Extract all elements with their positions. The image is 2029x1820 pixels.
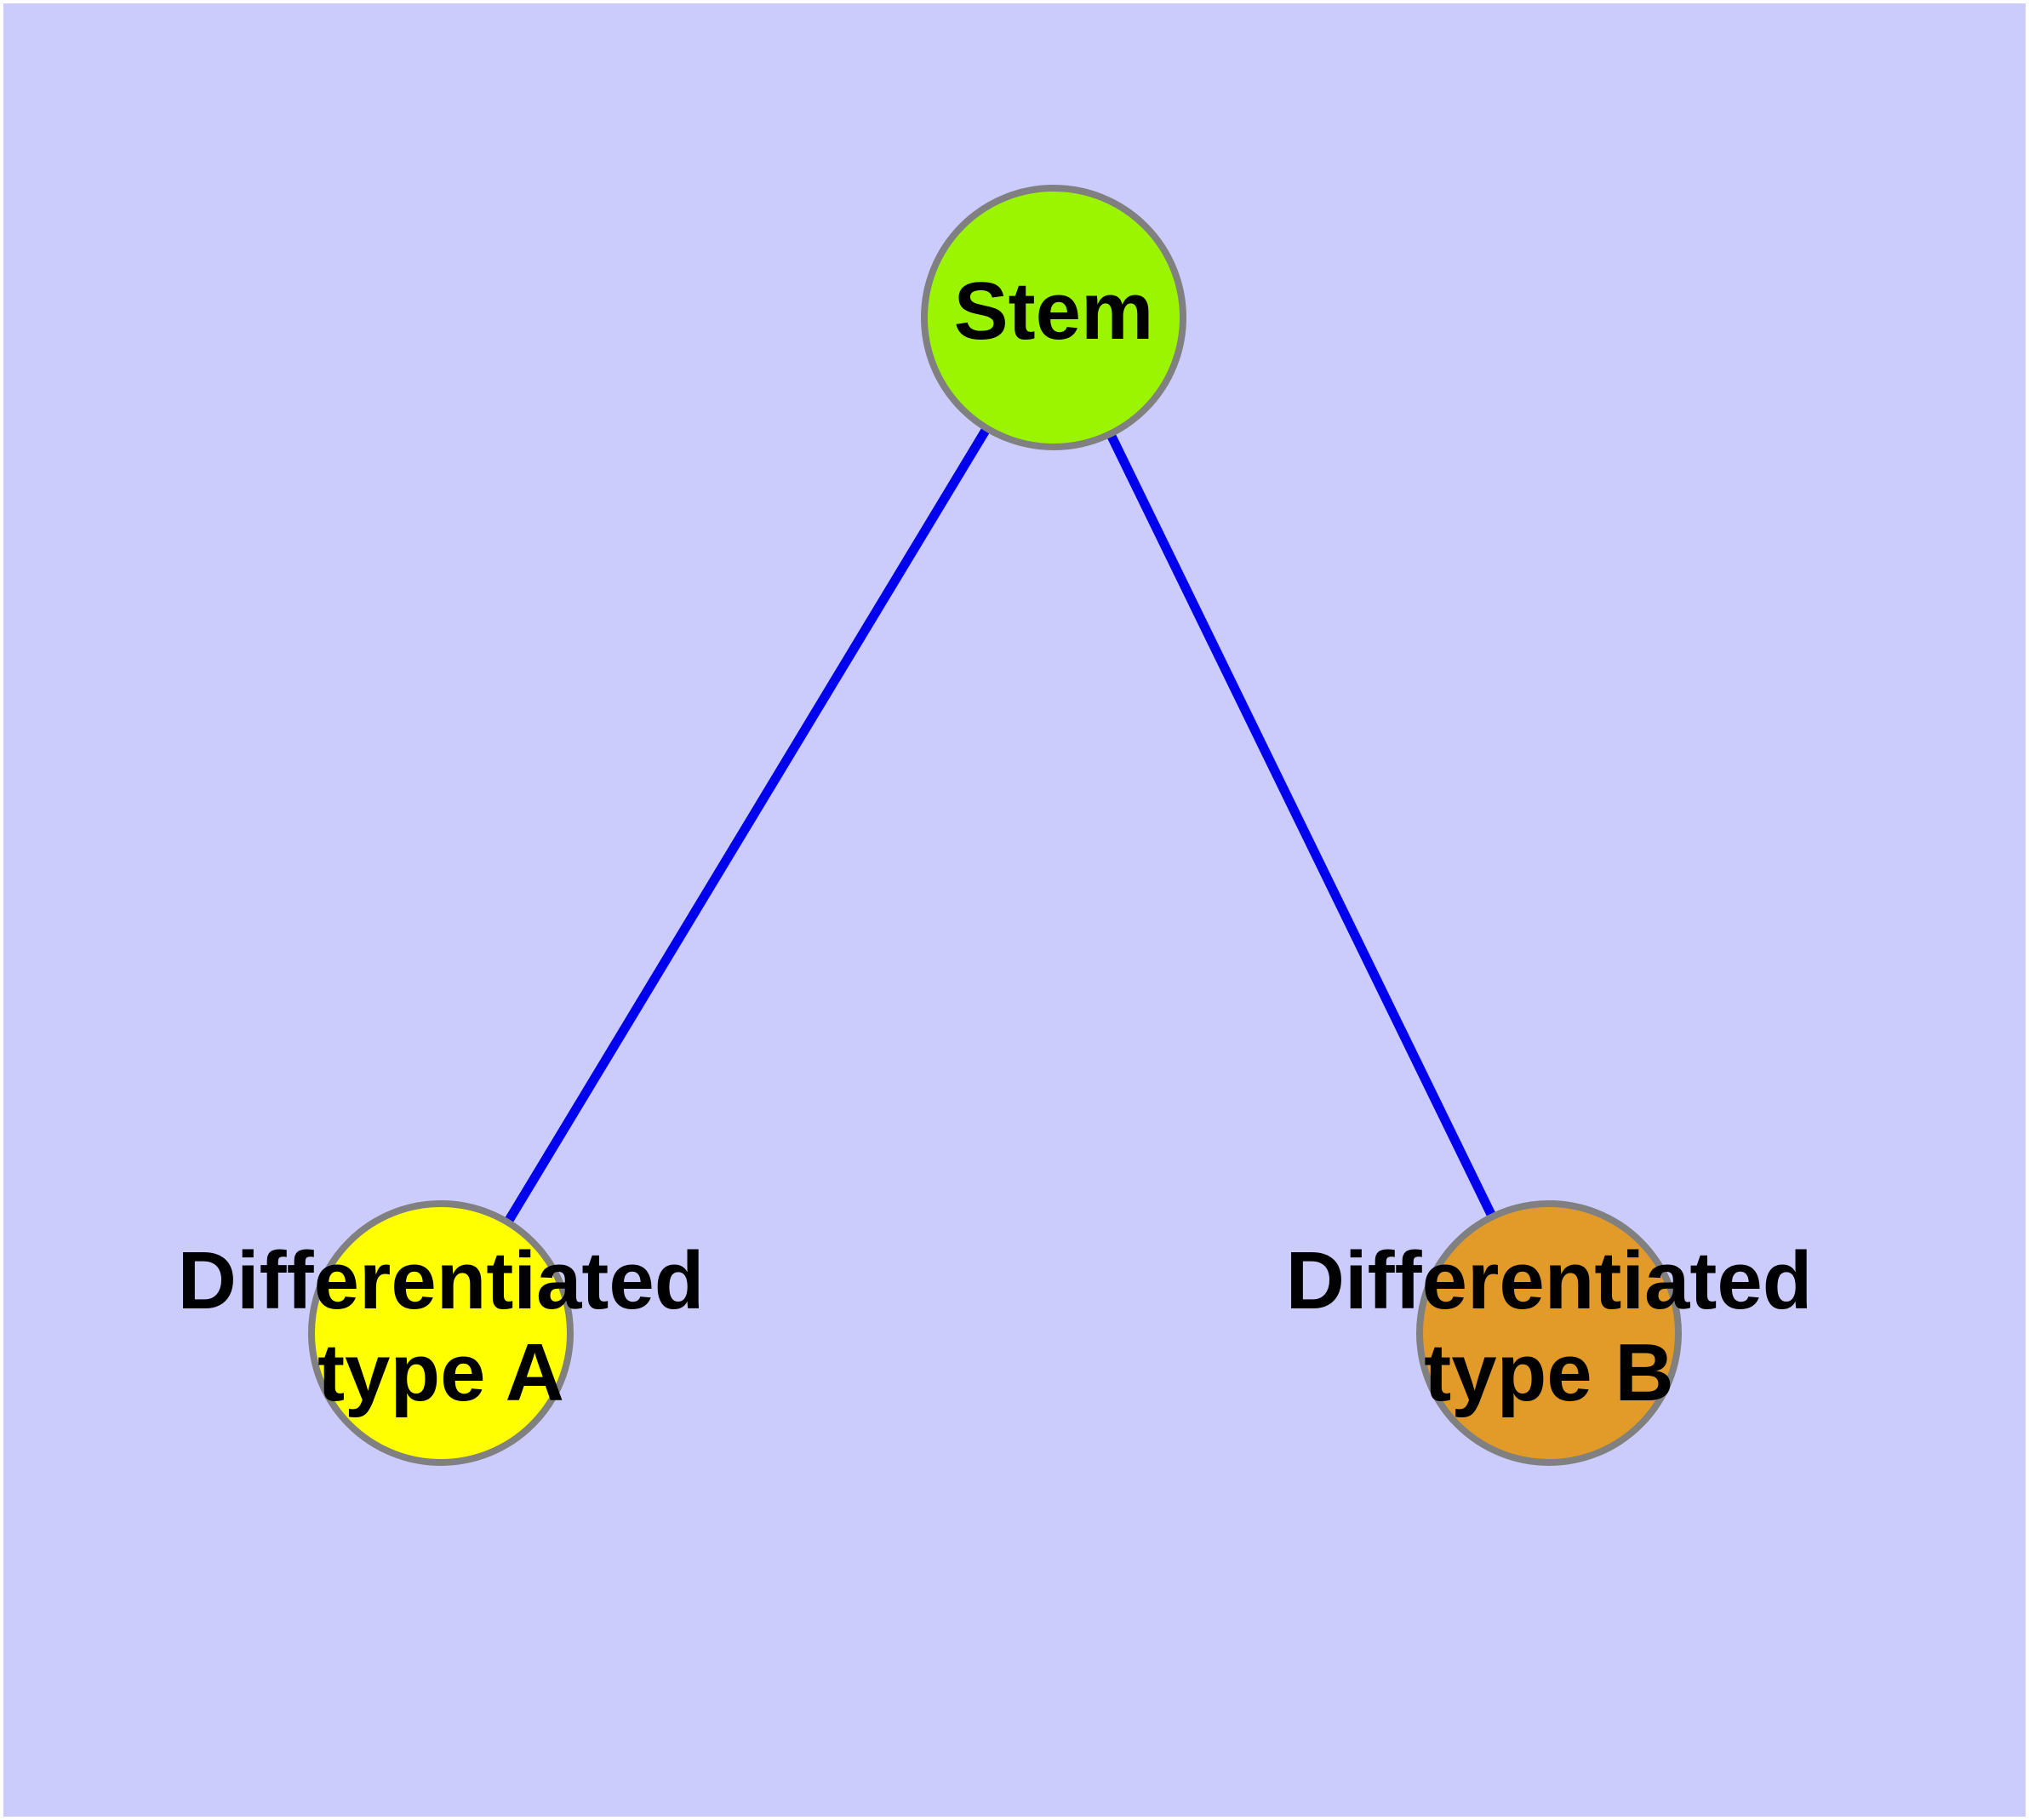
graph-node-diff-a[interactable] (308, 1200, 574, 1466)
graph-node-diff-b[interactable] (1416, 1200, 1682, 1466)
graph-node-label-stem: Stem (954, 266, 1154, 357)
nodes-layer (308, 185, 1682, 1466)
graph-edge-stem-to-diff-b[interactable] (1106, 432, 1496, 1218)
graph-node-label-line: Differentiated (178, 1236, 705, 1327)
graph-node-label-line: Stem (954, 266, 1154, 357)
edges-layer (504, 427, 1496, 1223)
graph-edge-stem-to-diff-a[interactable] (504, 427, 991, 1223)
graph-node-label-line: type B (1424, 1327, 1673, 1418)
graph-node-label-line: Differentiated (1286, 1236, 1813, 1327)
graph-node-stem[interactable] (921, 185, 1186, 450)
graph-node-label-line: type A (317, 1327, 564, 1418)
